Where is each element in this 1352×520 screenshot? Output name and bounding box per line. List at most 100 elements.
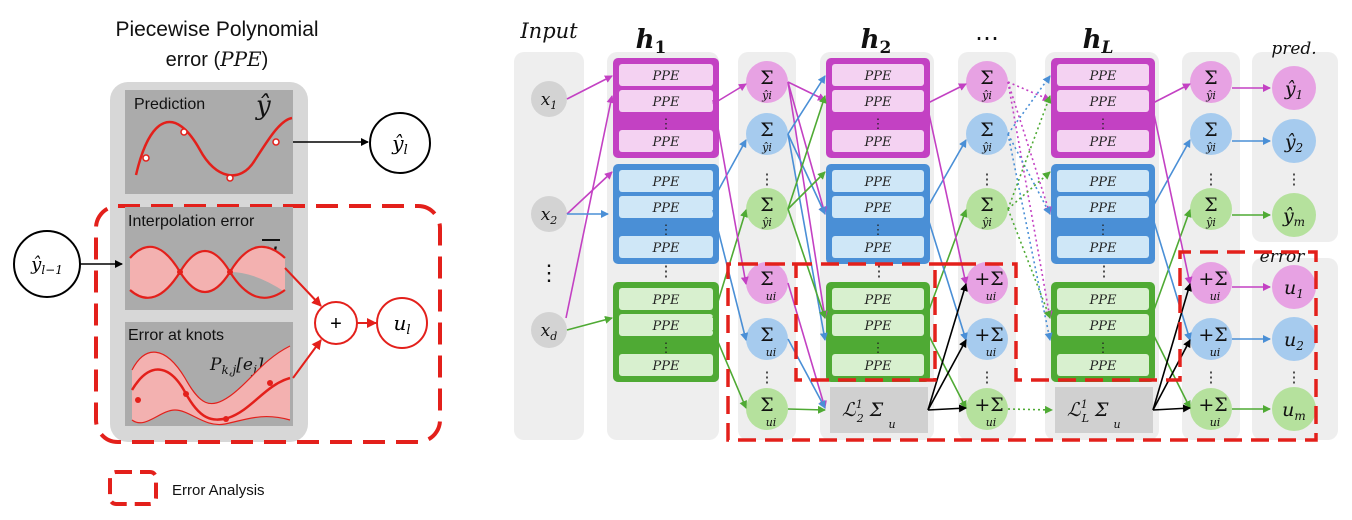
sum-y-symbol: Σ: [980, 67, 993, 89]
sum-y-sub: ŷi: [1205, 141, 1216, 154]
ppe-block: [832, 64, 924, 86]
arrow-knots-to-sum: [292, 339, 322, 379]
ppe-label: PPE: [864, 201, 892, 216]
sum-y-symbol: Σ: [760, 67, 773, 89]
ppe-block: [619, 64, 713, 86]
ppe-label: PPE: [864, 95, 892, 110]
sum-y-node: [746, 113, 788, 155]
sum-y-node: [966, 113, 1008, 155]
ppe-label: PPE: [652, 95, 680, 110]
sum-y-vdots: ⋮: [760, 170, 775, 188]
ppe-group-vdots: ⋮: [872, 262, 887, 280]
connection-arrow: [566, 171, 613, 215]
sum-u-symbol: +Σ: [974, 268, 1003, 290]
ppe-label: PPE: [652, 359, 680, 374]
connection-arrow: [927, 283, 968, 411]
prediction-curve: [134, 116, 293, 177]
ppe-block: [832, 354, 924, 376]
ppe-vdots: ⋮: [660, 223, 673, 238]
ppe-block: [619, 314, 713, 336]
sum-u-symbol: +Σ: [1198, 394, 1227, 416]
sum-node-label: +: [330, 313, 342, 335]
ppe-explainer: Piecewise Polynomial error (PPE) Predict…: [13, 18, 442, 506]
sum-u-node: [1190, 262, 1232, 304]
connection-arrow: [565, 95, 615, 319]
network-elements: PPE PPE PPE ⋮ PPE PPE PPE ⋮ PPE PPE PPE ⋮ ⋮ PPE PPE PPE…: [531, 58, 1318, 442]
ppe-label: PPE: [652, 241, 680, 256]
ppe-label: PPE: [652, 293, 680, 308]
connection-arrow: [1007, 75, 1051, 135]
sum-u-sub: ui: [1210, 290, 1221, 303]
sum-y-node: [966, 188, 1008, 230]
ppe-block: [1057, 130, 1149, 152]
error-vdots: ⋮: [1287, 368, 1302, 386]
sum-y-symbol: Σ: [760, 119, 773, 141]
sum-u-node: [746, 388, 788, 430]
ppe-group-vdots: ⋮: [659, 262, 674, 280]
ppe-vdots: ⋮: [872, 223, 885, 238]
sum-u-symbol: Σ: [760, 324, 773, 346]
interpolation-band: [130, 246, 285, 298]
sum-y-sub: ŷi: [981, 216, 992, 229]
ppe-vdots: ⋮: [660, 117, 673, 132]
lipschitz-sub: u: [888, 418, 895, 431]
connection-arrow: [1150, 209, 1192, 319]
ppe-label: PPE: [864, 319, 892, 334]
ppe-block: [832, 196, 924, 218]
sum-y-symbol: Σ: [1204, 194, 1217, 216]
lipschitz-sub: u: [1113, 418, 1120, 431]
ppe-label: PPE: [864, 293, 892, 308]
connection-arrow: [1152, 404, 1191, 413]
prediction-symbol: ŷ: [255, 91, 271, 121]
ppe-label: PPE: [652, 201, 680, 216]
ppe-title-line1: Piecewise Polynomial: [115, 18, 318, 41]
connection-arrow: [1150, 139, 1191, 211]
sum-y-node: [1190, 188, 1232, 230]
ppe-block: [1057, 196, 1149, 218]
error-analysis-region: [94, 204, 442, 444]
ppe-block: [1057, 314, 1149, 336]
input-feature-node: [531, 81, 567, 117]
output-label-u1: u1: [1284, 277, 1304, 301]
layers-ellipsis: ⋯: [975, 24, 999, 52]
connection-arrow: [787, 81, 826, 101]
output-node-um: [1272, 387, 1316, 431]
ppe-vdots: ⋮: [872, 341, 885, 356]
ppe-block: [832, 170, 924, 192]
ppe-block: [1057, 236, 1149, 258]
input-feature-node: [531, 196, 567, 232]
ppe-vdots: ⋮: [1097, 223, 1110, 238]
connection-arrow: [566, 315, 613, 331]
ppe-label: PPE: [864, 135, 892, 150]
connection-arrow: [787, 405, 826, 414]
knots-error-knots: [135, 380, 273, 422]
connection-arrow: [1007, 81, 1052, 215]
sum-y-sub: ŷi: [1205, 216, 1216, 229]
output-node-u1: [1272, 265, 1316, 309]
sum-u-sub: ui: [766, 346, 777, 359]
ppe-label: PPE: [1089, 201, 1117, 216]
sum-u-symbol: Σ: [760, 394, 773, 416]
ppe-block: [619, 90, 713, 112]
error-region-outline: [726, 250, 1318, 442]
sum-y-symbol: Σ: [1204, 119, 1217, 141]
sum-y-sub: ŷi: [1205, 89, 1216, 102]
ppe-block: [832, 236, 924, 258]
sum-u-vdots: ⋮: [760, 368, 775, 386]
sum-u-sub: ui: [1210, 416, 1221, 429]
sum-u-node: [746, 318, 788, 360]
connection-arrow: [787, 282, 827, 409]
u-node-label: ul: [393, 311, 410, 338]
sum-y-node: [746, 188, 788, 230]
connection-arrow: [925, 329, 967, 409]
pred-vdots: ⋮: [1287, 170, 1302, 188]
ppe-label: PPE: [1089, 135, 1117, 150]
sum-y-node: [1190, 61, 1232, 103]
sum-y-symbol: Σ: [980, 194, 993, 216]
input-feature-label: x1: [541, 90, 558, 112]
output-node: [369, 112, 431, 174]
connection-arrow: [1007, 405, 1053, 414]
